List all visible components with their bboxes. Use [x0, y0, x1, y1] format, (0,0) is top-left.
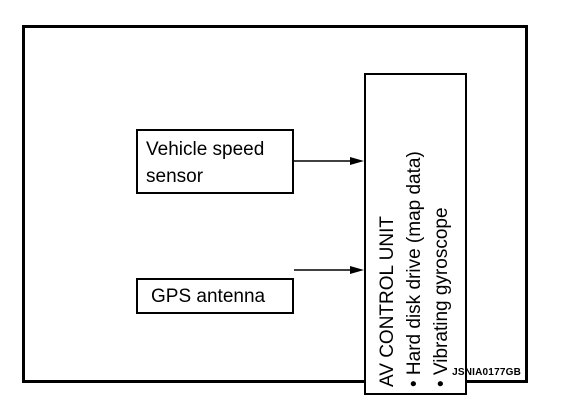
av-unit-item-hdd: • Hard disk drive (map data) — [404, 151, 425, 387]
gps-antenna-box: GPS antenna — [136, 278, 294, 314]
arrow-speed-to-avcu — [294, 157, 364, 165]
gps-antenna-label: GPS antenna — [151, 286, 266, 307]
diagram-frame: Vehicle speed sensor GPS antenna AV CONT… — [22, 25, 528, 395]
arrow-gps-to-avcu — [294, 266, 364, 274]
vehicle-speed-sensor-label: Vehicle speed sensor — [146, 136, 264, 190]
speed-sensor-line1: Vehicle speed — [146, 139, 265, 160]
av-control-unit-box: AV CONTROL UNIT • Hard disk drive (map d… — [364, 73, 467, 395]
av-control-unit-title: AV CONTROL UNIT — [377, 215, 398, 387]
figure-code: JSNIA0177GB — [452, 367, 521, 378]
vehicle-speed-sensor-box: Vehicle speed sensor — [136, 129, 294, 194]
av-unit-item-gyro: • Vibrating gyroscope — [431, 207, 452, 387]
speed-sensor-line2: sensor — [146, 166, 204, 187]
av-control-unit-text: AV CONTROL UNIT • Hard disk drive (map d… — [374, 81, 455, 387]
